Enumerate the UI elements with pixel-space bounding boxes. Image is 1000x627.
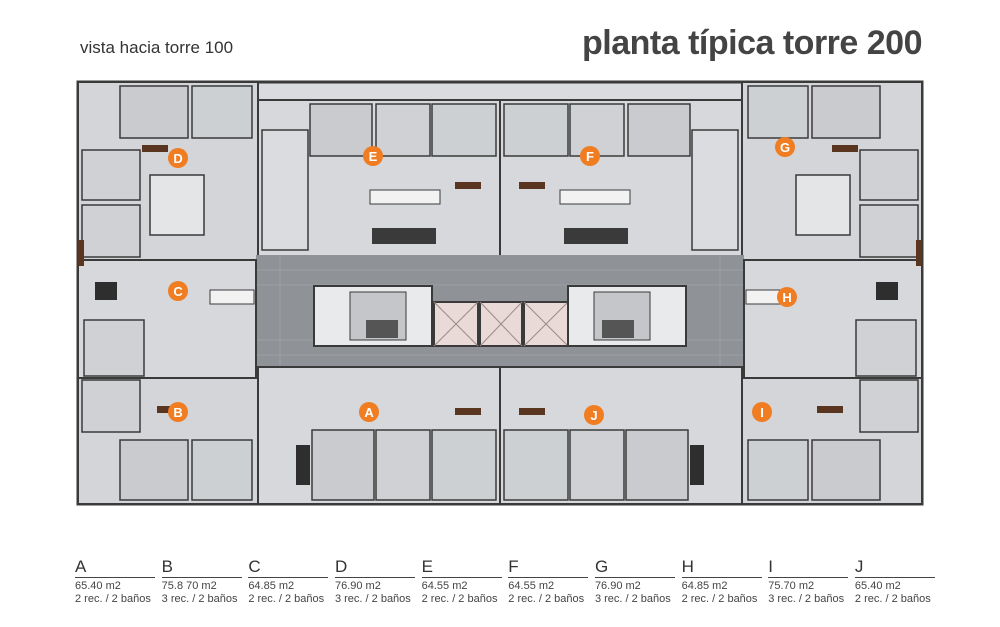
unit-legend: A 65.40 m2 2 rec. / 2 baños B 75.8 70 m2… — [75, 558, 935, 606]
upper-center-left-wing — [257, 99, 501, 259]
unit-j: J 65.40 m2 2 rec. / 2 baños — [854, 558, 935, 606]
unit-marker-i[interactable]: I — [752, 402, 772, 422]
unit-area: 64.55 m2 — [421, 580, 468, 592]
unit-c: C 64.85 m2 2 rec. / 2 baños — [248, 558, 329, 606]
unit-rooms: 3 rec. / 2 baños — [161, 593, 238, 605]
svg-text:A: A — [364, 405, 374, 420]
stair-core-left — [313, 285, 433, 347]
unit-letter: B — [161, 558, 242, 578]
unit-a: A 65.40 m2 2 rec. / 2 baños — [75, 558, 155, 606]
svg-text:E: E — [369, 149, 378, 164]
svg-text:D: D — [173, 151, 182, 166]
lower-left-wing — [77, 377, 259, 505]
svg-text:G: G — [780, 140, 790, 155]
unit-marker-a[interactable]: A — [359, 402, 379, 422]
svg-text:B: B — [173, 405, 182, 420]
upper-center-right-wing — [499, 99, 743, 259]
unit-letter: A — [75, 558, 155, 578]
unit-area: 65.40 m2 — [854, 580, 901, 592]
unit-rooms: 2 rec. / 2 baños — [854, 593, 931, 605]
stair-core-right — [567, 285, 687, 347]
unit-letter: G — [594, 558, 675, 578]
unit-letter: C — [248, 558, 329, 578]
unit-letter: D — [334, 558, 415, 578]
unit-rooms: 3 rec. / 2 baños — [334, 593, 411, 605]
unit-area: 75.70 m2 — [768, 580, 815, 592]
unit-rooms: 2 rec. / 2 baños — [681, 593, 758, 605]
upper-right-wing — [741, 81, 923, 261]
unit-rooms: 2 rec. / 2 baños — [248, 593, 325, 605]
unit-rooms: 2 rec. / 2 baños — [508, 593, 585, 605]
unit-letter: I — [768, 558, 849, 578]
unit-marker-g[interactable]: G — [775, 137, 795, 157]
upper-left-wing — [77, 81, 259, 261]
svg-text:J: J — [590, 408, 597, 423]
unit-g: G 76.90 m2 3 rec. / 2 baños — [594, 558, 675, 606]
svg-text:C: C — [173, 284, 183, 299]
middle-right-unit — [743, 259, 923, 381]
page-title: planta típica torre 200 — [582, 24, 922, 62]
unit-marker-j[interactable]: J — [584, 405, 604, 425]
unit-rooms: 3 rec. / 2 baños — [768, 593, 845, 605]
unit-marker-f[interactable]: F — [580, 146, 600, 166]
lower-center-left-wing — [257, 366, 501, 505]
unit-e: E 64.55 m2 2 rec. / 2 baños — [421, 558, 502, 606]
unit-marker-d[interactable]: D — [168, 148, 188, 168]
unit-markers: D E F G C H B A J I — [168, 137, 797, 425]
unit-area: 76.90 m2 — [334, 580, 381, 592]
view-caption: vista hacia torre 100 — [80, 38, 234, 57]
unit-i: I 75.70 m2 3 rec. / 2 baños — [768, 558, 849, 606]
unit-marker-b[interactable]: B — [168, 402, 188, 422]
unit-marker-e[interactable]: E — [363, 146, 383, 166]
unit-area: 64.85 m2 — [248, 580, 295, 592]
unit-rooms: 3 rec. / 2 baños — [594, 593, 671, 605]
elevator-bank — [433, 301, 569, 347]
svg-text:H: H — [782, 290, 791, 305]
unit-area: 64.55 m2 — [508, 580, 555, 592]
unit-rooms: 2 rec. / 2 baños — [75, 593, 151, 605]
unit-marker-c[interactable]: C — [168, 281, 188, 301]
lower-right-wing — [741, 377, 923, 505]
middle-left-unit — [77, 259, 257, 381]
unit-area: 75.8 70 m2 — [161, 580, 217, 592]
unit-letter: H — [681, 558, 762, 578]
lower-center-right-wing — [499, 366, 743, 505]
svg-text:I: I — [760, 405, 764, 420]
unit-letter: J — [854, 558, 935, 578]
unit-area: 64.85 m2 — [681, 580, 728, 592]
unit-f: F 64.55 m2 2 rec. / 2 baños — [508, 558, 589, 606]
unit-marker-h[interactable]: H — [777, 287, 797, 307]
unit-b: B 75.8 70 m2 3 rec. / 2 baños — [161, 558, 242, 606]
unit-h: H 64.85 m2 2 rec. / 2 baños — [681, 558, 762, 606]
svg-text:F: F — [586, 149, 594, 164]
unit-letter: F — [508, 558, 589, 578]
unit-letter: E — [421, 558, 502, 578]
unit-rooms: 2 rec. / 2 baños — [421, 593, 498, 605]
unit-area: 65.40 m2 — [75, 580, 121, 592]
unit-d: D 76.90 m2 3 rec. / 2 baños — [334, 558, 415, 606]
unit-area: 76.90 m2 — [594, 580, 641, 592]
